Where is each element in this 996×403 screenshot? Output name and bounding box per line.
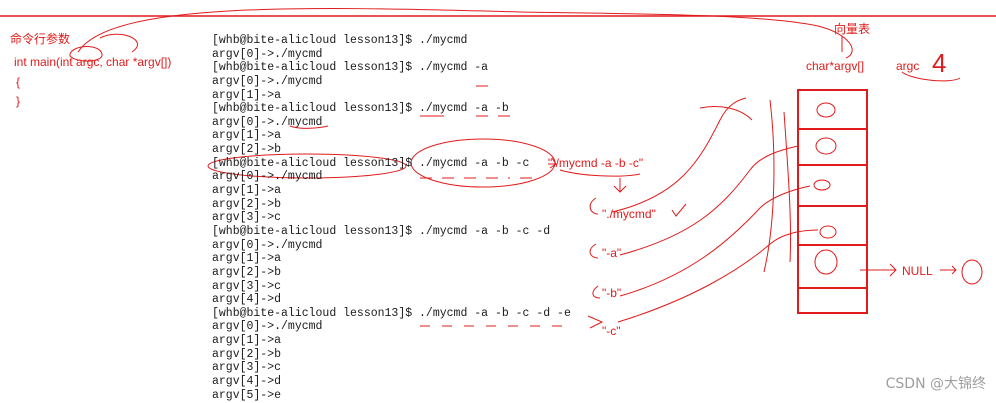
split-3-label: "-c" [602, 324, 621, 338]
terminal-line: argv[0]->./mycmd [212, 47, 323, 61]
curve-cell-1 [619, 145, 799, 256]
underline-mycmd [289, 125, 329, 129]
main-signature: int main(int argc, char *argv[]) [14, 55, 172, 69]
terminal-line: [whb@bite-alicloud lesson13]$ ./mycmd -a… [212, 102, 509, 116]
arrow-split [613, 178, 627, 193]
terminal-line: argv[1]->a [212, 129, 282, 143]
argc-marks [901, 71, 961, 82]
terminal-line: argv[0]->./mycmd [212, 238, 323, 252]
watermark: CSDN @大锦终 [885, 376, 986, 392]
terminal-line: argv[3]->c [212, 361, 282, 375]
terminal-line: argv[4]->d [212, 375, 282, 389]
terminal-line: [whb@bite-alicloud lesson13]$ ./mycmd -a… [212, 224, 551, 238]
close-brace: } [16, 94, 21, 108]
terminal-line: argv[0]->./mycmd [212, 115, 323, 129]
bracket-split-0 [589, 197, 599, 215]
open-brace: { [16, 75, 21, 89]
null-zero [961, 259, 983, 285]
split-1-label: "-a" [602, 246, 622, 260]
curve-top-link [699, 106, 753, 121]
terminal-line: argv[1]->a [212, 88, 282, 102]
command-string-label: "./mycmd -a -b -c" [548, 156, 644, 170]
terminal-line: argv[5]->e [212, 388, 282, 402]
terminal-line: [whb@bite-alicloud lesson13]$ ./mycmd [212, 34, 468, 47]
argc-value: 4 [932, 48, 947, 78]
terminal-line: argv[2]->b [212, 143, 282, 157]
terminal-line: argv[0]->./mycmd [212, 320, 323, 334]
terminal-line: argv[0]->./mycmd [212, 170, 323, 184]
split-0-label: "./mycmd" [602, 207, 656, 221]
terminal-line: argv[4]->d [212, 293, 282, 307]
terminal-line: argv[3]->c [212, 279, 282, 293]
arc-top [77, 8, 853, 59]
bracket-split-1 [589, 243, 599, 259]
argv-cell-4 [797, 244, 868, 289]
bracket-command [559, 169, 641, 177]
argv-cell-3 [797, 205, 868, 246]
terminal-line: argv[0]->./mycmd [212, 74, 323, 88]
null-label: NULL [902, 264, 933, 278]
terminal-line: argv[2]->b [212, 197, 282, 211]
arrow-null-2 [940, 265, 957, 275]
vector-table-label: 向量表 [834, 22, 871, 36]
char-argv-label: char*argv[] [806, 59, 865, 73]
bracket-split-2 [592, 285, 601, 299]
terminal-line: argv[3]->c [212, 211, 282, 225]
arc-argc [99, 33, 139, 53]
cell-3-zero [819, 225, 837, 239]
argv-cell-0 [797, 89, 868, 130]
split-2-label: "-b" [602, 286, 622, 300]
cell-4-zero [814, 249, 838, 275]
cell-0-zero [816, 102, 836, 118]
argv-cell-1 [797, 128, 868, 166]
curve-cell-2 [619, 185, 811, 297]
terminal-line: argv[2]->b [212, 265, 282, 279]
vertical-stroke [763, 99, 775, 273]
circle-argv [69, 46, 103, 62]
vertical-stroke-2 [783, 111, 792, 263]
terminal-line: [whb@bite-alicloud lesson13]$ ./mycmd -a… [212, 306, 571, 320]
terminal-line: argv[1]->a [212, 252, 282, 266]
argv-cell-2 [797, 164, 868, 207]
cell-2-zero [813, 179, 831, 191]
bracket-split-3 [587, 315, 604, 329]
heading-command-line-args: 命令行参数 [10, 32, 71, 46]
terminal-line: argv[1]->a [212, 184, 282, 198]
argc-label: argc [896, 59, 920, 73]
check-mark [671, 203, 687, 217]
terminal-line: argv[1]->a [212, 334, 282, 348]
argv-cell-5 [797, 287, 868, 314]
cell-1-zero [815, 137, 837, 155]
curve-cell-0 [611, 97, 747, 213]
arrow-command [548, 157, 557, 169]
curve-cell-3 [617, 229, 819, 323]
terminal-line: argv[2]->b [212, 347, 282, 361]
terminal-line: [whb@bite-alicloud lesson13]$ ./mycmd -a [212, 61, 489, 75]
terminal-line: [whb@bite-alicloud lesson13]$ ./mycmd -a… [212, 156, 530, 170]
circle-prompt [207, 153, 407, 179]
